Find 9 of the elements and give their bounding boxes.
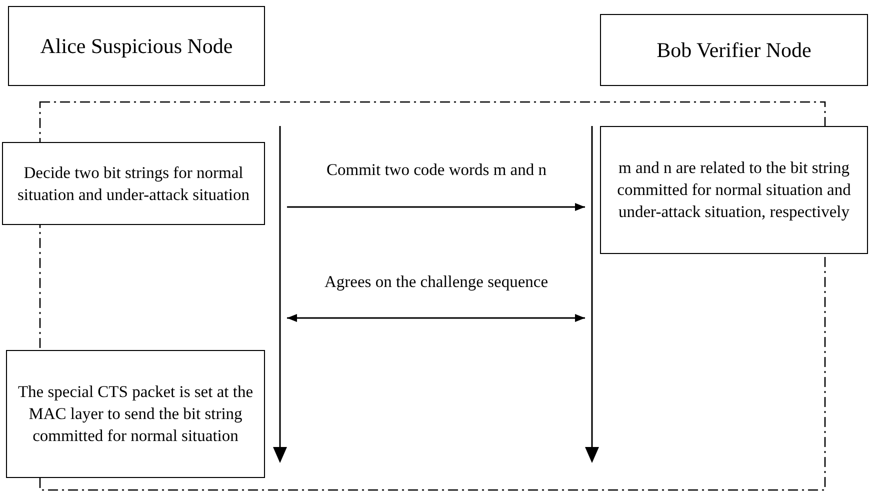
step-box: Decide two bit strings for normal situation and under-attack situation [2, 142, 265, 225]
participant-box: Alice Suspicious Node [8, 6, 265, 86]
lifeline [273, 126, 287, 463]
participant-box: Bob Verifier Node [600, 14, 868, 86]
arrow [287, 203, 585, 211]
step-box: The special CTS packet is set at the MAC layer to send the bit string committed for normal situation [6, 350, 265, 478]
lifeline [585, 126, 599, 463]
arrow [287, 314, 585, 322]
step-box: m and n are related to the bit string committed for normal situation and under-attack situation, respectively [600, 126, 868, 254]
